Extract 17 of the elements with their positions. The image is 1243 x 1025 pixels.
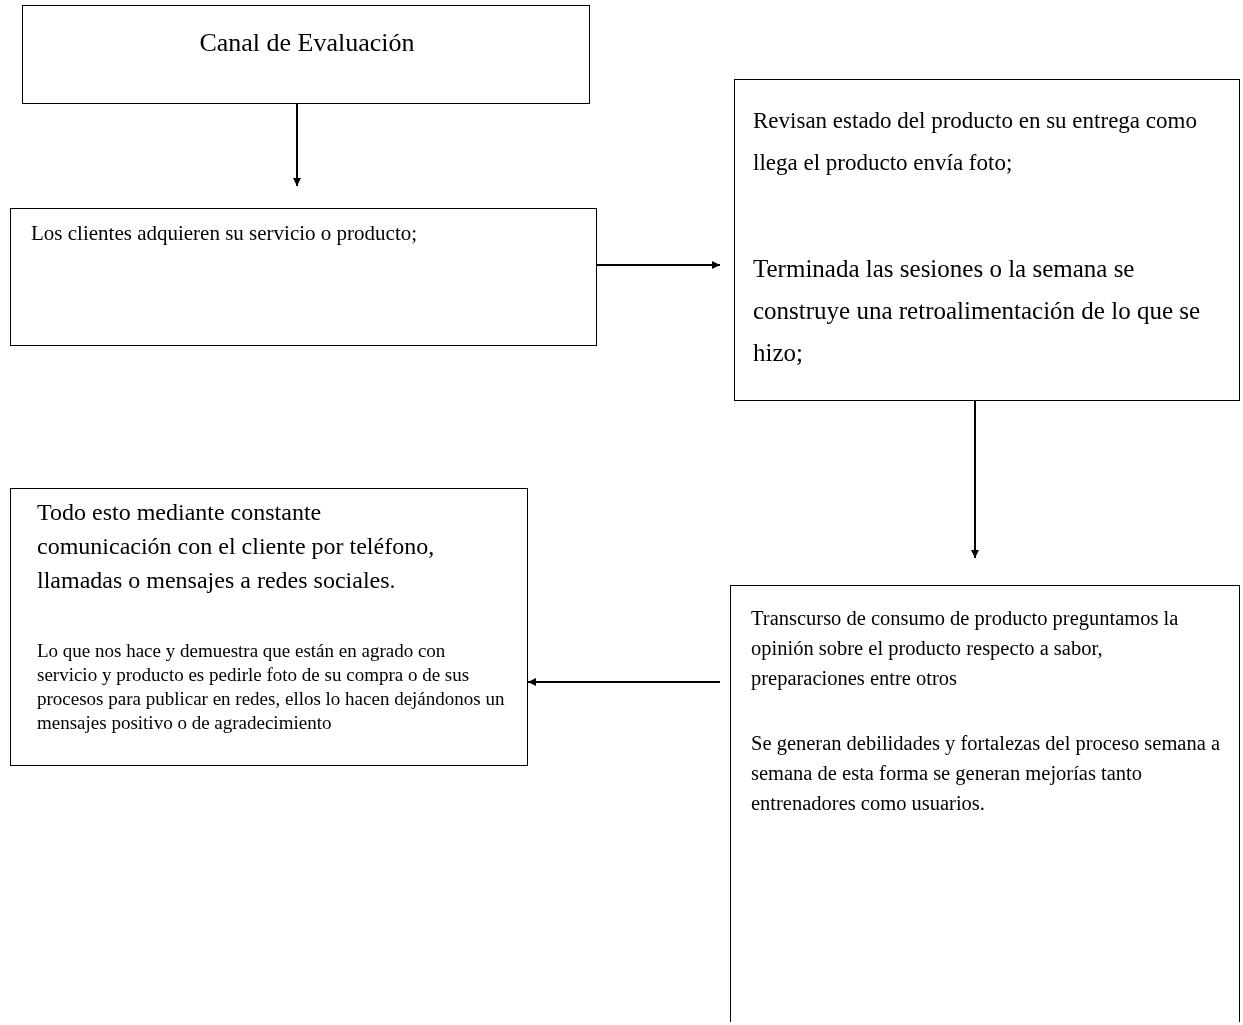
box-text: Lo que nos hace y demuestra que están en agrado con servicio y producto es pedirle foto de su compra o de sus procesos para publicar en redes, ellos lo hacen dejándonos un mensajes positivo o de agradecimiento: [37, 639, 506, 735]
box-text: Transcurso de consumo de producto preguntamos la opinión sobre el producto respecto a sabor, preparaciones entre otros: [751, 606, 1180, 692]
process-box: [730, 585, 1240, 1022]
arrow: [596, 261, 721, 269]
arrow: [527, 678, 721, 686]
process-box: [22, 5, 590, 104]
process-box: [734, 79, 1240, 401]
box-text: Canal de Evaluación: [198, 27, 416, 59]
arrow: [971, 400, 979, 559]
box-text: Los clientes adquieren su servicio o producto;: [31, 220, 419, 247]
arrow: [293, 103, 301, 187]
process-box: [10, 488, 528, 766]
box-text: Todo esto mediante constante comunicación con el cliente por teléfono, llamadas o mensajes a redes sociales.: [37, 498, 436, 595]
box-text: Revisan estado del producto en su entrega como llega el producto envía foto;: [753, 107, 1198, 177]
process-box: [10, 208, 597, 346]
box-text: Terminada las sesiones o la semana se construye una retroalimentación de lo que se hizo;: [753, 254, 1202, 368]
box-text: Se generan debilidades y fortalezas del proceso semana a semana de esta forma se generan mejorías tanto entrenadores como usuarios.: [751, 731, 1221, 816]
